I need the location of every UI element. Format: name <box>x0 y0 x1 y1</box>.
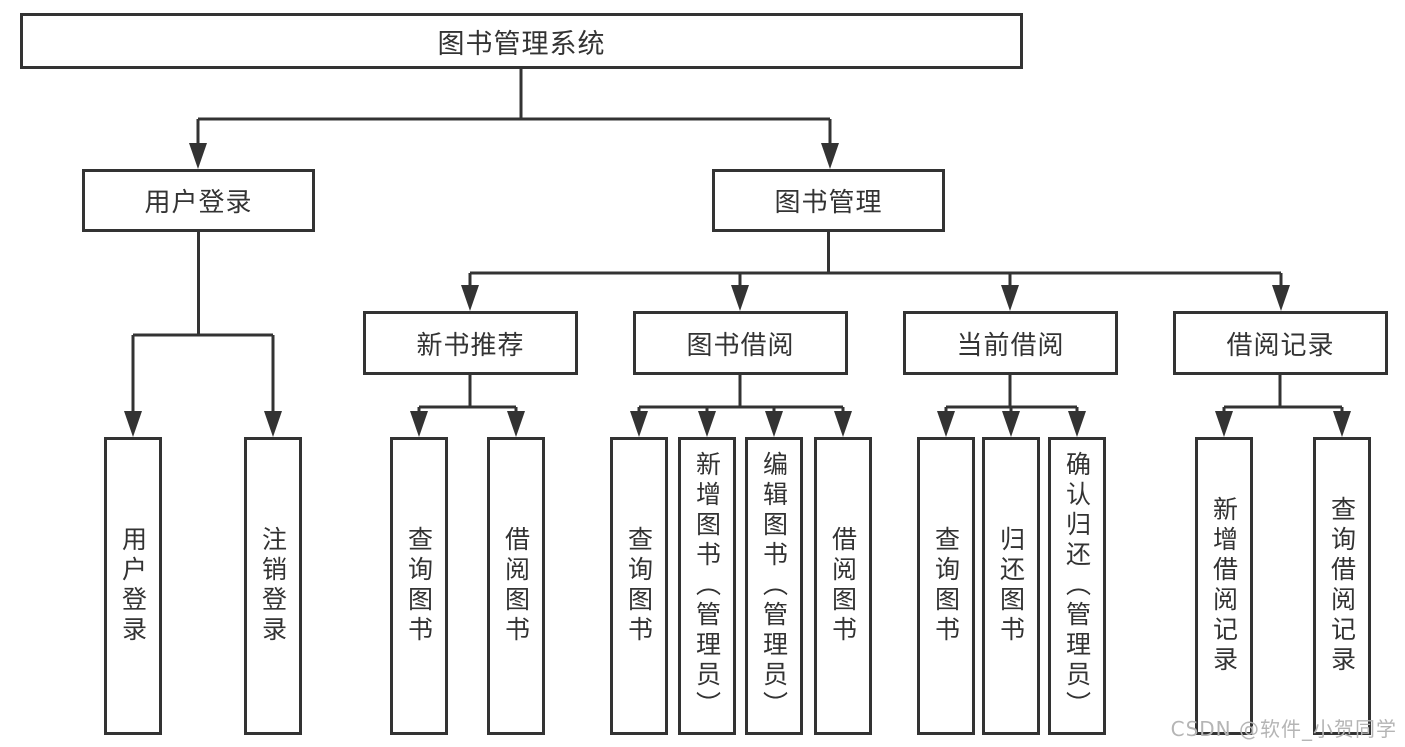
node-user-login: 用户登录 <box>82 169 315 232</box>
leaf-label: 归还图书 <box>996 526 1026 646</box>
leaf-borrow-books: 借阅图书 <box>814 437 872 735</box>
node-label: 图书管理系统 <box>437 28 606 60</box>
leaf-label: 借阅图书 <box>501 526 531 646</box>
leaf-search-borrow-record: 查询借阅记录 <box>1313 437 1371 735</box>
leaf-add-borrow-record: 新增借阅记录 <box>1195 437 1253 735</box>
leaf-edit-books-admin: 编辑图书（管理员） <box>745 437 803 735</box>
leaf-borrow-books-recommendation: 借阅图书 <box>487 437 545 735</box>
leaf-label: 查询图书 <box>624 526 654 646</box>
leaf-label: 新增图书（管理员） <box>692 451 722 721</box>
leaf-search-books-recommendation: 查询图书 <box>390 437 448 735</box>
node-label: 用户登录 <box>144 188 253 218</box>
leaf-label: 借阅图书 <box>828 526 858 646</box>
node-book-borrowing: 图书借阅 <box>633 311 848 375</box>
node-book-management: 图书管理 <box>712 169 945 232</box>
leaf-search-books-current: 查询图书 <box>917 437 975 735</box>
leaf-label: 查询图书 <box>404 526 434 646</box>
node-current-borrowing: 当前借阅 <box>903 311 1118 375</box>
leaf-label: 用户登录 <box>118 526 148 646</box>
leaf-user-login: 用户登录 <box>104 437 162 735</box>
node-borrowing-records: 借阅记录 <box>1173 311 1388 375</box>
leaf-label: 编辑图书（管理员） <box>759 451 789 721</box>
node-label: 借阅记录 <box>1226 330 1335 361</box>
leaf-search-books-borrowing: 查询图书 <box>610 437 668 735</box>
csdn-watermark: CSDN @软件_小贺同学 <box>1170 717 1397 741</box>
node-label: 当前借阅 <box>956 330 1065 361</box>
node-label: 图书管理 <box>774 188 883 218</box>
leaf-label: 确认归还（管理员） <box>1062 451 1092 721</box>
node-label: 图书借阅 <box>686 330 795 361</box>
leaf-label: 新增借阅记录 <box>1209 496 1239 676</box>
leaf-label: 查询借阅记录 <box>1327 496 1357 676</box>
node-label: 新书推荐 <box>416 330 525 361</box>
node-new-book-recommendation: 新书推荐 <box>363 311 578 375</box>
node-library-management-system: 图书管理系统 <box>20 13 1023 69</box>
leaf-add-books-admin: 新增图书（管理员） <box>678 437 736 735</box>
leaf-confirm-return-admin: 确认归还（管理员） <box>1048 437 1106 735</box>
leaf-label: 查询图书 <box>931 526 961 646</box>
leaf-logout: 注销登录 <box>244 437 302 735</box>
leaf-return-books: 归还图书 <box>982 437 1040 735</box>
leaf-label: 注销登录 <box>258 526 288 646</box>
